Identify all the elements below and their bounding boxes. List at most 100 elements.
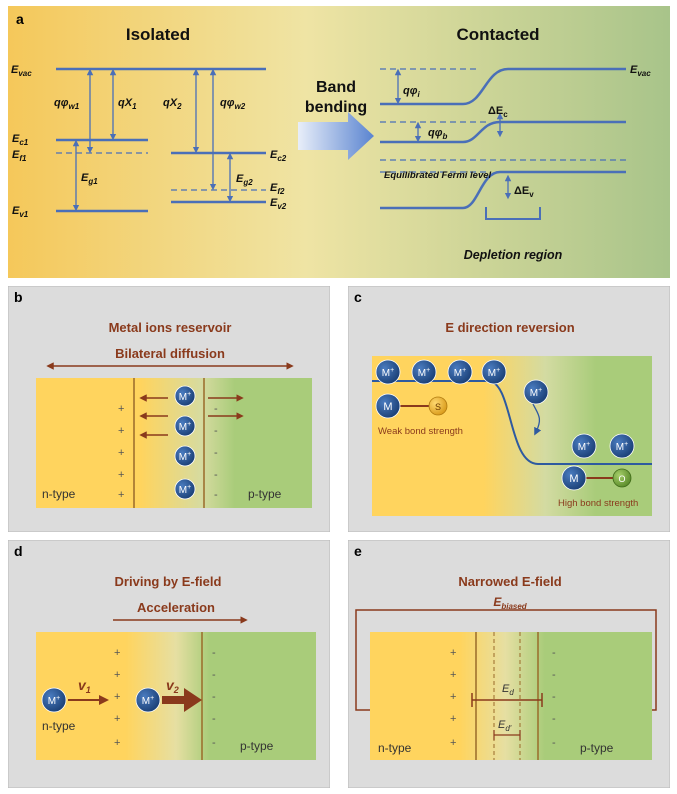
weak-bond-label: Weak bond strength (378, 426, 463, 437)
minus-charge: - (552, 691, 556, 703)
svg-text:M+: M+ (616, 441, 628, 453)
minus-charge: - (212, 691, 216, 703)
e-biased-label: Ebiased (493, 595, 527, 611)
q-chi-1-label: qX1 (118, 97, 137, 111)
driving-by-e-field-title: Driving by E-field (115, 574, 222, 589)
metal-ion-row: M+ M+ M+ M+ M+ M+ M+ (375, 359, 635, 459)
delta-ec-label: ΔEc (488, 105, 508, 119)
ed-prime-label: Ed' (498, 719, 512, 733)
panel-d: d Driving by E-field Acceleration + + + … (8, 540, 330, 788)
e-v1-label: Ev1 (12, 205, 29, 219)
plus-charge: + (114, 691, 120, 703)
minus-charge: - (552, 737, 556, 749)
svg-text:M+: M+ (454, 367, 466, 379)
plus-charge: + (450, 713, 456, 725)
minus-charge: - (214, 425, 218, 437)
minus-charge: - (552, 647, 556, 659)
plus-charge: + (118, 425, 124, 437)
svg-text:M+: M+ (488, 367, 500, 379)
svg-text:M+: M+ (179, 421, 191, 433)
metal-ion: M+ (375, 359, 401, 385)
v1-label: v1 (78, 677, 91, 695)
panel-c: c E direction reversion M+ M+ M+ M+ M+ M… (348, 286, 670, 532)
metal-atom (375, 393, 401, 419)
n-type-label: n-type (42, 719, 76, 733)
svg-text:M: M (569, 473, 578, 485)
panel-b: b Metal ions reservoir Bilateral diffusi… (8, 286, 330, 532)
plus-charge: + (114, 647, 120, 659)
plus-charge: + (450, 691, 456, 703)
ed-label: Ed (502, 683, 514, 697)
e-v2-label: Ev2 (270, 197, 287, 211)
svg-text:M+: M+ (48, 695, 60, 707)
weak-bond-molecule: M S (375, 393, 448, 419)
minus-charge: - (552, 669, 556, 681)
high-bond-label: High bond strength (558, 498, 638, 509)
e-c1-label: Ec1 (12, 133, 29, 147)
e-g1-label: Eg1 (81, 172, 98, 186)
metal-ion: M+ (135, 687, 161, 713)
panel-e-letter: e (354, 543, 362, 559)
metal-ion: M+ (447, 359, 473, 385)
bent-vacuum-level (380, 67, 626, 106)
minus-charge: - (212, 713, 216, 725)
svg-text:M+: M+ (142, 695, 154, 707)
q-phi-i-label: qφi (403, 85, 420, 99)
panel-d-letter: d (14, 543, 23, 559)
q-phi-w2-label: qφw2 (220, 97, 246, 111)
plus-charge: + (118, 489, 124, 501)
v2-label: v2 (166, 677, 179, 695)
e-direction-reversion-title: E direction reversion (445, 320, 574, 335)
metal-atom (561, 465, 587, 491)
n-type-label: n-type (42, 487, 76, 501)
contacted-title: Contacted (456, 25, 539, 44)
metal-ion: M+ (174, 385, 196, 407)
panel-c-letter: c (354, 289, 362, 305)
minus-charge: - (214, 489, 218, 501)
metal-ion: M+ (523, 379, 549, 405)
q-phi-w1-label: qφw1 (54, 97, 80, 111)
bilateral-diffusion-label: Bilateral diffusion (115, 346, 225, 361)
svg-text:M+: M+ (382, 367, 394, 379)
metal-ion: M+ (571, 433, 597, 459)
delta-ev-label: ΔEv (514, 185, 534, 199)
plus-charge: + (450, 737, 456, 749)
p-type-label: p-type (248, 487, 282, 501)
q-phi-b-label: qφb (428, 127, 447, 141)
e-g2-label: Eg2 (236, 173, 253, 187)
svg-text:M: M (383, 401, 392, 413)
ed-bracket (471, 693, 543, 707)
metal-ion: M+ (411, 359, 437, 385)
minus-charge: - (212, 669, 216, 681)
plus-charge: + (118, 469, 124, 481)
minus-charge: - (214, 447, 218, 459)
p-type-label: p-type (580, 741, 614, 755)
minus-charge: - (214, 403, 218, 415)
equilibrated-fermi-label: Equilibrated Fermi level (384, 170, 492, 181)
plus-charge: + (118, 403, 124, 415)
panel-a: a Isolated Contacted Evac qφw1 qX1 qX2 q… (8, 6, 670, 278)
band-bending-arrow (298, 112, 374, 160)
bent-valence-band (380, 170, 626, 210)
metal-ion: M+ (174, 415, 196, 437)
e-c2-label: Ec2 (270, 149, 287, 163)
sulfur-atom (428, 396, 448, 416)
svg-text:M+: M+ (418, 367, 430, 379)
metal-ion-group: M+ M+ M+ M+ (174, 385, 196, 500)
metal-ion: M+ (481, 359, 507, 385)
q-chi-2-label: qX2 (163, 97, 182, 111)
metal-ion: M+ (174, 478, 196, 500)
plus-charge: + (118, 447, 124, 459)
plus-charge: + (450, 669, 456, 681)
svg-text:M+: M+ (578, 441, 590, 453)
metal-ion: M+ (41, 687, 67, 713)
oxygen-atom (612, 468, 632, 488)
minus-charge: - (552, 713, 556, 725)
svg-text:S: S (435, 402, 441, 412)
metal-ion: M+ (174, 445, 196, 467)
velocity-v2-arrow (162, 688, 202, 712)
panel-e: e Narrowed E-field Ebiased + + + + + - -… (348, 540, 670, 788)
plus-charge: + (114, 669, 120, 681)
depletion-region-label: Depletion region (464, 248, 563, 262)
